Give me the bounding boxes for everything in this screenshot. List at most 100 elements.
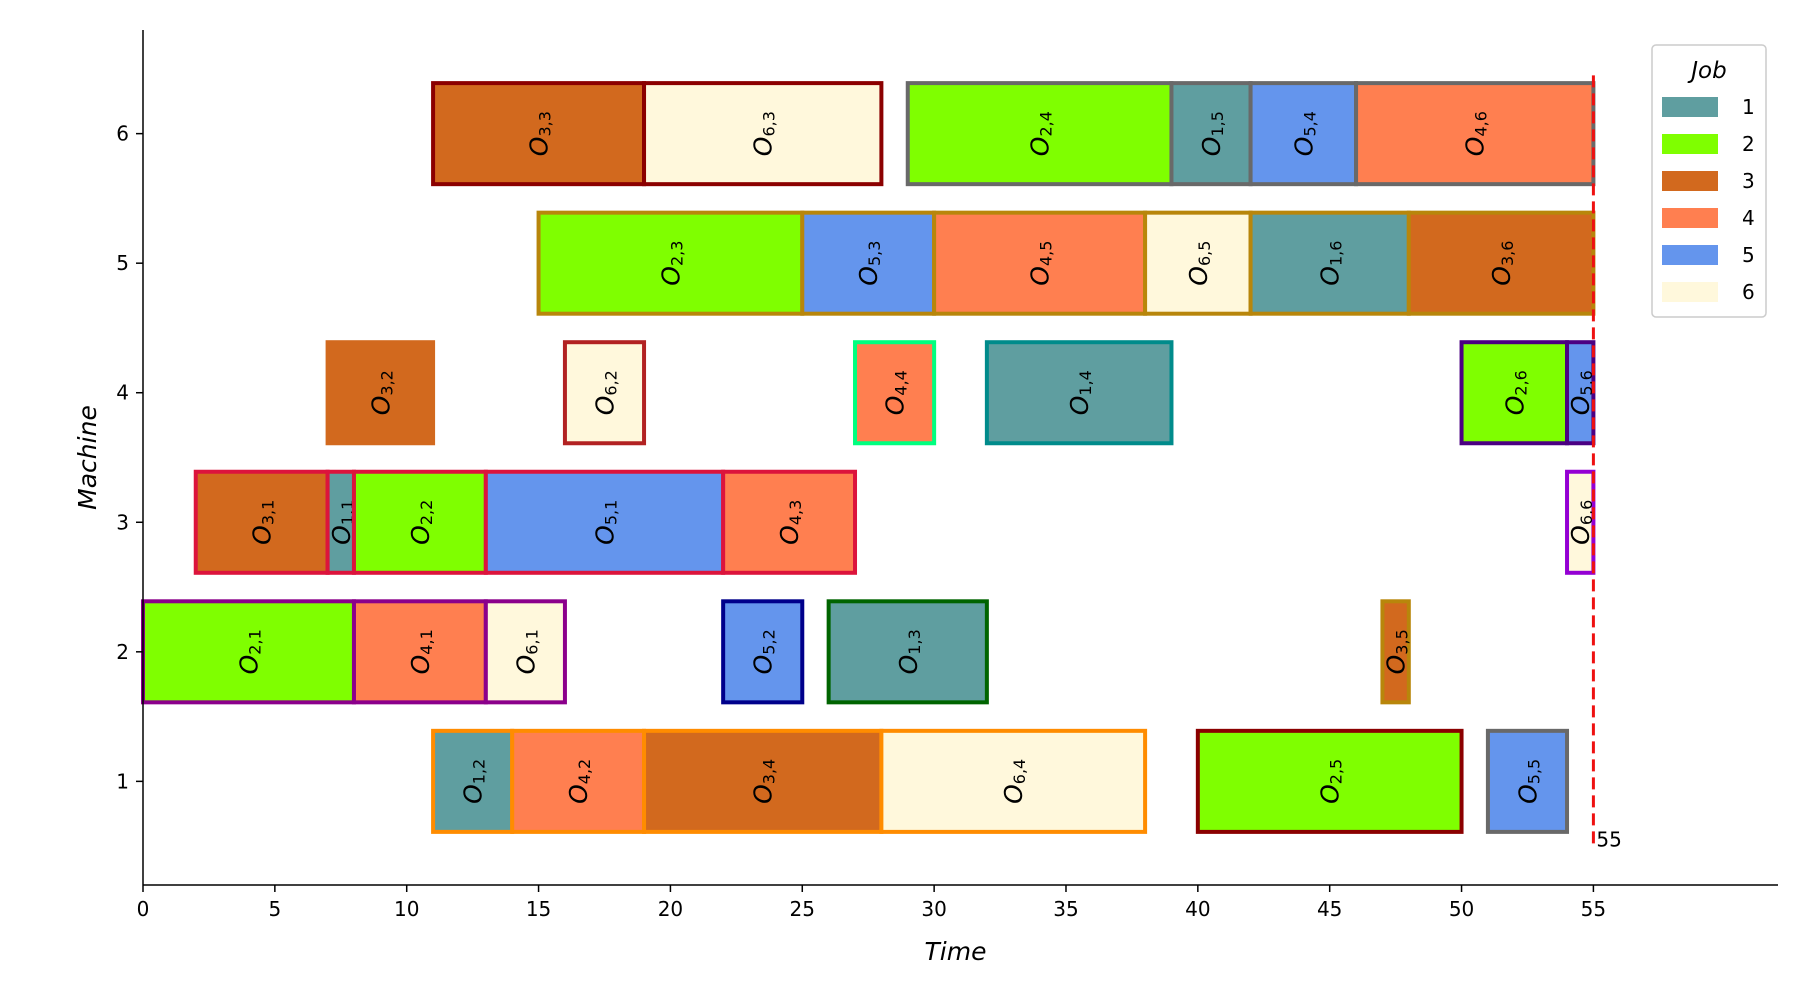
x-tick-label: 45 <box>1317 897 1342 921</box>
operation-bar-m5-j4 <box>932 210 1148 316</box>
x-tick-label: 25 <box>790 897 815 921</box>
legend-label: 4 <box>1742 206 1755 230</box>
legend-swatch <box>1662 171 1718 191</box>
legend-entries: 1 2 3 4 5 6 <box>1662 95 1755 304</box>
x-tick-label: 35 <box>1053 897 1078 921</box>
operation-bar-m1-j2 <box>1195 728 1464 834</box>
operation-label: O4,1 <box>405 629 435 674</box>
operation-label: O2,4 <box>1025 111 1055 156</box>
operation-label: O2,6 <box>1500 370 1530 415</box>
operation-label: O1,1 <box>326 500 356 545</box>
operation-bar-m5-j1 <box>1248 210 1411 316</box>
operation-label: O1,4 <box>1065 370 1095 415</box>
legend-label: 3 <box>1742 169 1755 193</box>
operation-label: O3,4 <box>748 759 778 804</box>
operation-label: O6,4 <box>999 759 1029 804</box>
legend-swatch <box>1662 208 1718 228</box>
y-tick-label: 1 <box>116 769 129 793</box>
operation-label: O4,3 <box>775 500 805 545</box>
operation-bar-m2-j1 <box>826 599 989 705</box>
operation-label: O6,6 <box>1566 500 1596 545</box>
operation-bars: O1,2O4,2O3,4O6,4O2,5O5,5O2,1O4,1O6,1O5,2… <box>141 81 1596 834</box>
y-ticks: 1 2 3 4 5 6 <box>116 122 143 793</box>
legend-title: Job <box>1687 58 1726 84</box>
x-tick-label: 30 <box>921 897 946 921</box>
y-tick-label: 5 <box>116 251 129 275</box>
operation-bar-m2-j5 <box>721 599 805 705</box>
operation-label: O6,2 <box>590 370 620 415</box>
legend-label: 6 <box>1742 280 1755 304</box>
legend-label: 2 <box>1742 132 1755 156</box>
operation-label: O3,6 <box>1487 241 1517 286</box>
operation-bar-m6-j3 <box>431 81 647 187</box>
operation-bar-m4-j1 <box>984 340 1174 446</box>
x-tick-label: 55 <box>1581 897 1606 921</box>
legend-label: 1 <box>1742 95 1755 119</box>
operation-label: O2,1 <box>234 629 264 674</box>
y-tick-label: 3 <box>116 510 129 534</box>
operation-bar-m4-j6 <box>562 340 647 446</box>
operation-bar-m3-j4 <box>721 469 858 575</box>
legend-swatch <box>1662 97 1718 117</box>
operation-label: O1,6 <box>1315 241 1345 286</box>
legend-swatch <box>1662 282 1718 302</box>
operation-bar-m2-j6 <box>483 599 567 705</box>
x-tick-label: 50 <box>1449 897 1474 921</box>
operation-label: O3,1 <box>247 500 277 545</box>
operation-bar-m6-j1 <box>1169 81 1253 187</box>
x-tick-label: 10 <box>394 897 419 921</box>
y-axis-title: Machine <box>73 405 102 510</box>
operation-label: O1,3 <box>893 629 923 674</box>
operation-label: O2,2 <box>405 500 435 545</box>
x-tick-label: 0 <box>137 897 150 921</box>
operation-bar-m6-j5 <box>1248 81 1359 187</box>
legend-swatch <box>1662 134 1718 154</box>
operation-label: O4,5 <box>1025 241 1055 286</box>
operation-label: O4,2 <box>564 759 594 804</box>
operation-label: O6,5 <box>1183 241 1213 286</box>
operation-bar-m1-j6 <box>879 728 1148 834</box>
legend-swatch <box>1662 245 1718 265</box>
operation-label: O2,5 <box>1315 759 1345 804</box>
operation-bar-m6-j6 <box>642 81 884 187</box>
operation-label: O3,2 <box>366 370 396 415</box>
operation-label: O2,3 <box>656 241 686 286</box>
x-axis-title: Time <box>925 937 987 966</box>
operation-label: O6,1 <box>511 629 541 674</box>
x-tick-label: 40 <box>1185 897 1210 921</box>
operation-bar-m1-j1 <box>431 728 515 834</box>
legend-label: 5 <box>1742 243 1755 267</box>
x-tick-label: 5 <box>268 897 281 921</box>
y-tick-label: 2 <box>116 640 129 664</box>
makespan-label: 55 <box>1596 827 1621 851</box>
operation-label: O5,6 <box>1566 370 1596 415</box>
operation-label: O5,1 <box>590 500 620 545</box>
operation-bar-m2-j3 <box>1380 599 1411 705</box>
operation-label: O5,3 <box>854 241 884 286</box>
operation-bar-m1-j5 <box>1485 728 1570 834</box>
operation-label: O4,6 <box>1460 111 1490 156</box>
y-tick-label: 4 <box>116 381 129 405</box>
operation-bar-m6-j2 <box>905 81 1174 187</box>
operation-bar-m3-j5 <box>483 469 726 575</box>
x-tick-label: 20 <box>658 897 683 921</box>
operation-bar-m6-j4 <box>1354 81 1596 187</box>
x-ticks: 0 5 10 15 20 25 30 35 40 45 50 55 <box>137 885 1606 921</box>
operation-label: O3,5 <box>1381 629 1411 674</box>
operation-label: O1,2 <box>458 759 488 804</box>
operation-bar-m5-j6 <box>1143 210 1253 316</box>
y-tick-label: 6 <box>116 122 129 146</box>
operation-bar-m4-j2 <box>1459 340 1570 446</box>
operation-label: O5,5 <box>1513 759 1543 804</box>
operation-label: O1,5 <box>1197 111 1227 156</box>
legend: Job 1 2 3 4 5 6 <box>1651 44 1767 318</box>
operation-bar-m1-j3 <box>642 728 884 834</box>
makespan-marker: 55 <box>1591 75 1622 851</box>
operation-label: O6,3 <box>748 111 778 156</box>
operation-label: O4,4 <box>880 370 910 415</box>
operation-bar-m2-j4 <box>351 599 488 705</box>
x-tick-label: 15 <box>526 897 551 921</box>
operation-bar-m4-j4 <box>853 340 937 446</box>
